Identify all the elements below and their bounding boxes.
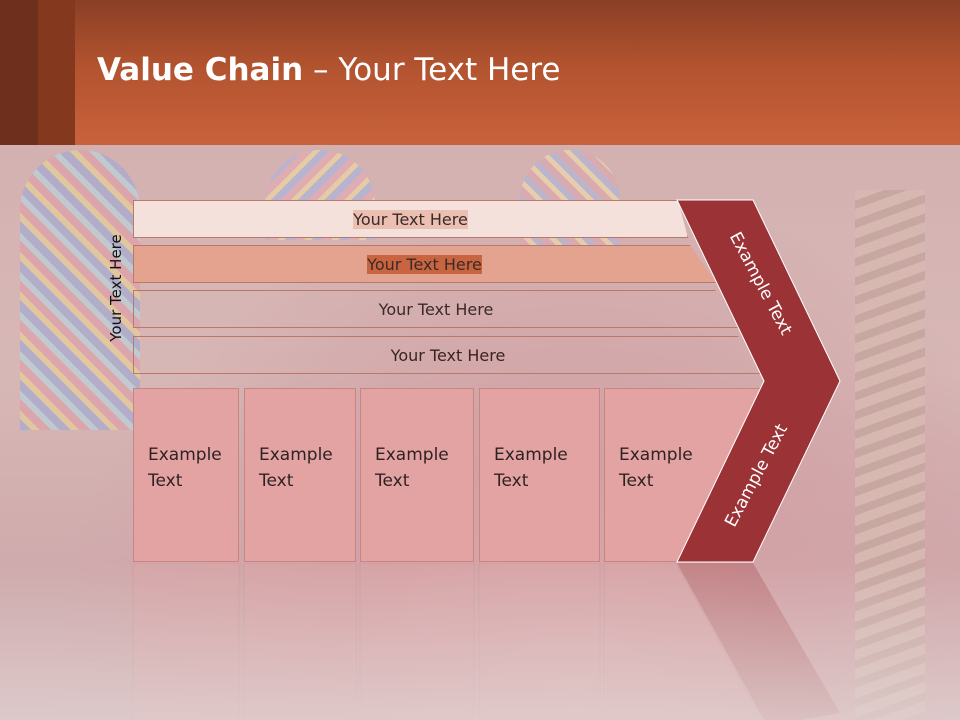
support-cell-4: Example Text	[479, 388, 600, 562]
cell-line-2: Text	[375, 471, 410, 491]
slide-title: Value Chain – Your Text Here	[97, 52, 560, 88]
activity-bar-4: Your Text Here	[133, 336, 763, 374]
activity-bar-label: Your Text Here	[390, 345, 506, 365]
cell-line-1: Example	[494, 445, 568, 465]
activity-bar-label: Your Text Here	[367, 254, 482, 274]
header-accent-strip	[0, 0, 38, 145]
cell-line-2: Text	[494, 471, 529, 491]
header-band: Value Chain – Your Text Here	[0, 0, 960, 145]
cell-line-2: Text	[619, 471, 654, 491]
support-cell-3: Example Text	[360, 388, 474, 562]
cell-line-2: Text	[259, 471, 294, 491]
cell-line-1: Example	[375, 445, 449, 465]
activity-bar-3: Your Text Here	[133, 290, 739, 328]
cell-line-1: Example	[619, 445, 693, 465]
support-cell-1: Example Text	[133, 388, 239, 562]
activity-bar-label: Your Text Here	[378, 299, 494, 319]
header-accent-strip	[38, 0, 75, 145]
title-rest: – Your Text Here	[303, 52, 561, 88]
title-bold: Value Chain	[97, 52, 304, 88]
cell-line-1: Example	[148, 445, 222, 465]
cell-line-2: Text	[148, 471, 183, 491]
activity-bar-label: Your Text Here	[353, 209, 468, 229]
cell-line-1: Example	[259, 445, 333, 465]
support-cell-2: Example Text	[244, 388, 356, 562]
activity-bar-2: Your Text Here	[133, 245, 716, 283]
side-label: Your Text Here	[107, 234, 125, 342]
activity-bar-1: Your Text Here	[133, 200, 688, 238]
reflection-fade	[0, 563, 960, 720]
